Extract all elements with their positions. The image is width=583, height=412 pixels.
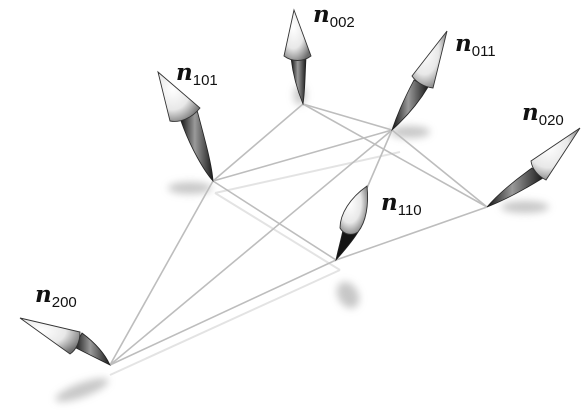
shadow-n101 [168, 182, 212, 194]
arrow-shaft [179, 109, 214, 183]
label-n011: n011 [455, 30, 496, 60]
shadow-n110 [336, 281, 360, 309]
label-base: n [381, 189, 398, 216]
control-mesh [109, 103, 488, 366]
label-base: n [455, 30, 472, 57]
edge-101-011 [212, 129, 393, 182]
edge-200-011 [109, 129, 393, 366]
label-subscript: 002 [330, 14, 355, 31]
edge-002-020 [302, 103, 488, 208]
label-base: n [35, 281, 52, 308]
shadow-n020 [501, 201, 549, 213]
edge-200-110 [109, 259, 337, 366]
label-n200: n200 [35, 281, 77, 311]
arrow-head [411, 30, 448, 89]
label-subscript: 101 [193, 72, 218, 89]
shadow-n200 [55, 378, 109, 402]
label-subscript: 011 [472, 43, 496, 60]
normal-arrow-n011 [391, 30, 448, 132]
normal-arrow-n002 [283, 8, 312, 106]
arrow-head [530, 127, 581, 181]
arrow-shaft [391, 79, 429, 132]
label-base: n [176, 59, 193, 86]
arrow-head [283, 8, 312, 61]
label-n101: n101 [176, 59, 218, 89]
label-n110: n110 [381, 189, 422, 219]
shadow-mesh [109, 151, 401, 376]
normal-arrow-n020 [486, 127, 581, 208]
label-subscript: 020 [539, 112, 564, 129]
normal-arrow-n200 [19, 317, 111, 366]
arrow-head [157, 70, 201, 122]
edge-101-002 [212, 103, 304, 182]
label-subscript: 110 [398, 202, 422, 219]
edge-011-002 [302, 103, 393, 131]
arrow-shaft [486, 167, 544, 208]
label-base: n [522, 99, 539, 126]
normal-arrow-n110 [335, 185, 369, 262]
label-subscript: 200 [52, 294, 77, 311]
label-base: n [313, 1, 330, 28]
label-n020: n020 [522, 99, 564, 129]
edge-020-011 [391, 129, 488, 208]
shadow-n011 [390, 126, 430, 138]
edge-110-020 [335, 206, 488, 261]
label-n002: n002 [313, 1, 355, 31]
normal-arrow-n101 [157, 70, 214, 183]
edge-200-101 [109, 180, 214, 366]
edge-101-110 [212, 180, 337, 261]
arrow-head [19, 317, 81, 355]
shadows [55, 85, 549, 402]
arrow-head [339, 185, 369, 235]
